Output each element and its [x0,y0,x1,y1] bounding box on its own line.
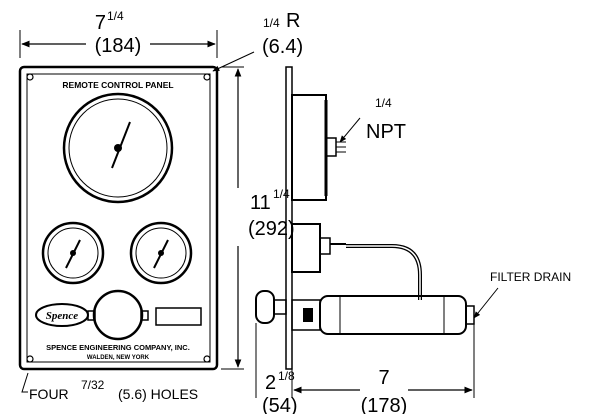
corner-hole [203,355,211,363]
mount-depth-frac: 1/8 [278,369,295,383]
holes-callout: FOUR 7/32 (5.6) HOLES [21,372,198,402]
corner-hole [26,73,34,81]
filter-body [291,295,475,335]
small-gauge-left [41,221,105,285]
svg-text:Spence: Spence [46,310,79,322]
radius-frac: 1/4 [263,16,280,30]
height-dimension: 11 1/4 (292) [221,66,295,370]
gauge-side-small [291,223,346,273]
panel-title: REMOTE CONTROL PANEL [62,80,173,90]
small-gauge-right [129,221,193,285]
radius-metric: (6.4) [262,36,303,58]
body-depth-whole: 7 [378,367,389,389]
name-plate [155,307,202,326]
width-inch-whole: 7 [95,12,106,34]
holes-prefix: FOUR [29,386,69,402]
gauge-side-large [291,94,346,201]
panel-inner-border [26,73,211,363]
side-view [255,66,475,370]
large-gauge [62,92,174,204]
mount-depth-whole: 2 [265,372,276,394]
body-depth-metric: (178) [361,395,408,414]
knob-side [255,290,287,324]
regulator-knob [87,289,149,341]
height-metric: (292) [248,218,295,240]
width-dimension: 7 1/4 (184) [19,9,218,58]
panel-outline [18,65,219,371]
spence-logo: Spence [35,303,89,327]
height-inch-whole: 11 [250,192,271,214]
filter-drain-callout: FILTER DRAIN [473,270,571,319]
width-inch-frac: 1/4 [107,9,124,23]
height-inch-frac: 1/4 [273,187,290,201]
company-name: SPENCE ENGINEERING COMPANY, INC. [46,343,190,352]
tubing [346,244,422,300]
side-panel-plate [285,66,293,370]
filter-drain-label: FILTER DRAIN [490,270,571,284]
corner-hole [26,355,34,363]
mount-depth-metric: (54) [262,395,298,414]
port-callout: 1/4 NPT [339,96,406,143]
front-view: REMOTE CONTROL PANEL Spence [18,65,219,371]
width-metric: (184) [95,35,142,57]
port-label: NPT [366,121,406,143]
radius-callout: 1/4 R (6.4) [212,10,303,72]
holes-rest: (5.6) HOLES [118,386,198,402]
corner-hole [203,73,211,81]
port-frac: 1/4 [375,96,392,110]
company-location: WALDEN, NEW YORK [87,355,150,361]
holes-frac: 7/32 [81,378,105,392]
radius-suffix: R [286,10,300,32]
depth-dimensions: 2 1/8 (54) 7 (178) [255,323,475,414]
